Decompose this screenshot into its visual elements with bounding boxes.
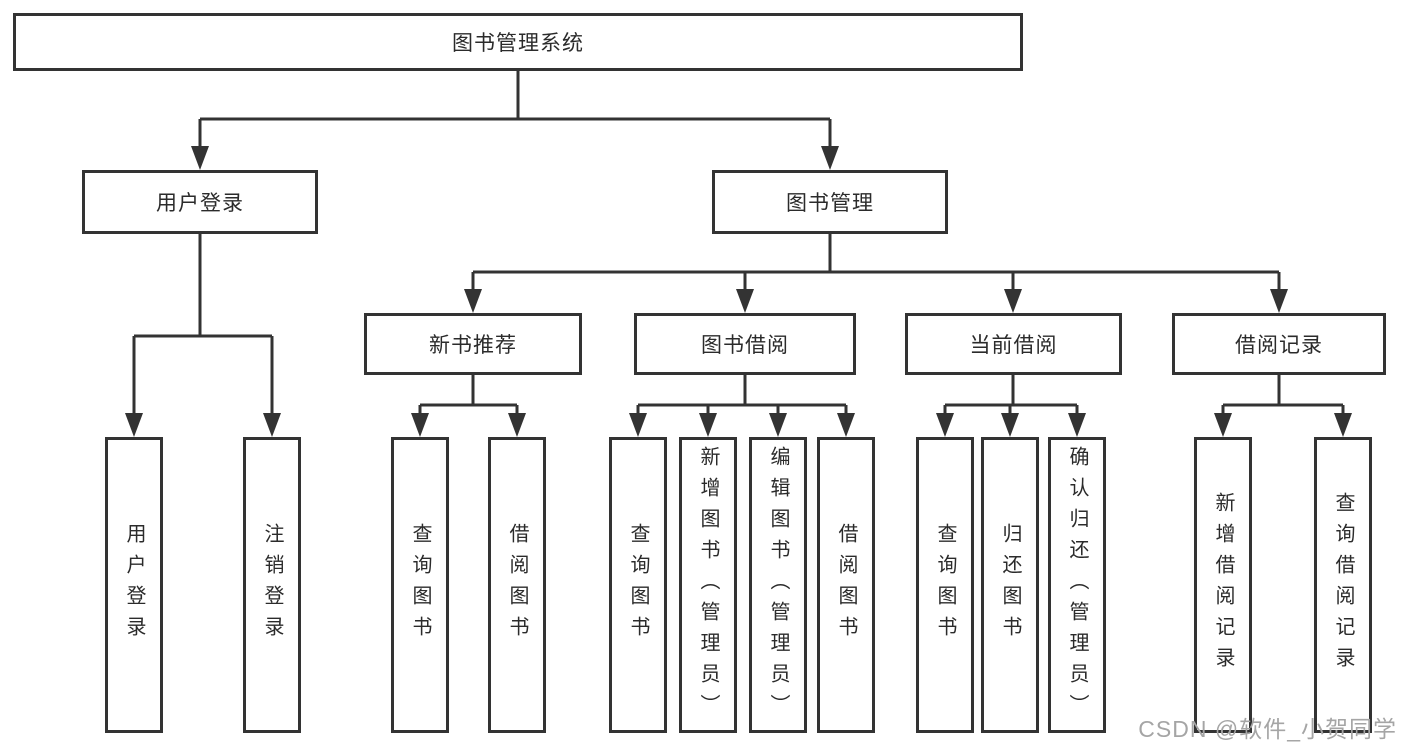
node-borrow-records: 借阅记录 [1172, 313, 1386, 375]
leaf-add-books-admin: 新增图书（管理员） [679, 437, 737, 733]
leaf-confirm-return-admin: 确认归还（管理员） [1048, 437, 1106, 733]
leaf-confirm-return-admin-label: 确认归还（管理员） [1066, 445, 1088, 725]
node-book-borrow-label: 图书借阅 [701, 334, 789, 357]
leaf-query-borrow-record: 查询借阅记录 [1314, 437, 1372, 733]
leaf-logout: 注销登录 [243, 437, 301, 733]
node-new-book-recommend: 新书推荐 [364, 313, 582, 375]
node-book-borrow: 图书借阅 [634, 313, 856, 375]
leaf-add-borrow-record: 新增借阅记录 [1194, 437, 1252, 733]
leaf-borrow-books-recommend-label: 借阅图书 [506, 523, 528, 647]
node-current-borrow: 当前借阅 [905, 313, 1122, 375]
leaf-borrow-books-recommend: 借阅图书 [488, 437, 546, 733]
leaf-return-books-label: 归还图书 [999, 523, 1021, 647]
node-book-management-label: 图书管理 [786, 192, 874, 215]
watermark: CSDN @软件_小贺同学 [1138, 716, 1397, 742]
leaf-query-books-borrow: 查询图书 [609, 437, 667, 733]
leaf-user-login: 用户登录 [105, 437, 163, 733]
node-user-login-branch-label: 用户登录 [156, 192, 244, 215]
node-user-login-branch: 用户登录 [82, 170, 318, 234]
node-new-book-recommend-label: 新书推荐 [429, 334, 517, 357]
leaf-query-books-recommend-label: 查询图书 [409, 523, 431, 647]
leaf-query-borrow-record-label: 查询借阅记录 [1332, 492, 1354, 678]
node-root: 图书管理系统 [13, 13, 1023, 71]
node-borrow-records-label: 借阅记录 [1235, 334, 1323, 357]
leaf-query-books-current: 查询图书 [916, 437, 974, 733]
leaf-user-login-label: 用户登录 [123, 523, 145, 647]
node-root-label: 图书管理系统 [452, 32, 584, 55]
leaf-add-books-admin-label: 新增图书（管理员） [697, 445, 719, 725]
arrowheads [125, 146, 1352, 437]
node-current-borrow-label: 当前借阅 [969, 334, 1058, 357]
leaf-return-books: 归还图书 [981, 437, 1039, 733]
leaf-query-books-recommend: 查询图书 [391, 437, 449, 733]
node-book-management: 图书管理 [712, 170, 948, 234]
leaf-edit-books-admin-label: 编辑图书（管理员） [767, 445, 789, 725]
leaf-add-borrow-record-label: 新增借阅记录 [1212, 492, 1234, 678]
leaf-logout-label: 注销登录 [261, 523, 283, 647]
leaf-edit-books-admin: 编辑图书（管理员） [749, 437, 807, 733]
leaf-borrow-books: 借阅图书 [817, 437, 875, 733]
leaf-query-books-borrow-label: 查询图书 [627, 523, 649, 647]
leaf-query-books-current-label: 查询图书 [934, 523, 956, 647]
leaf-borrow-books-label: 借阅图书 [835, 523, 857, 647]
